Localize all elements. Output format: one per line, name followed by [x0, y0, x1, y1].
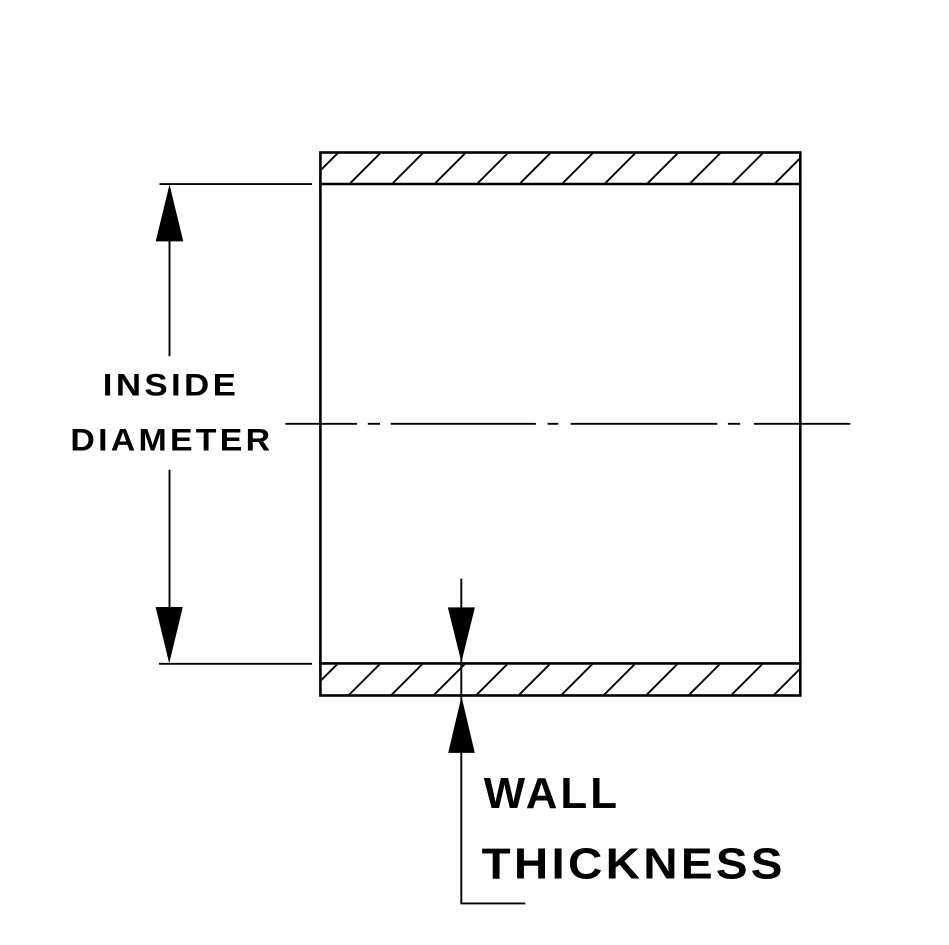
svg-text:DIAMETER: DIAMETER	[70, 422, 273, 457]
svg-text:WALL: WALL	[484, 770, 620, 818]
svg-text:INSIDE: INSIDE	[103, 367, 239, 402]
svg-text:THICKNESS: THICKNESS	[482, 841, 786, 889]
